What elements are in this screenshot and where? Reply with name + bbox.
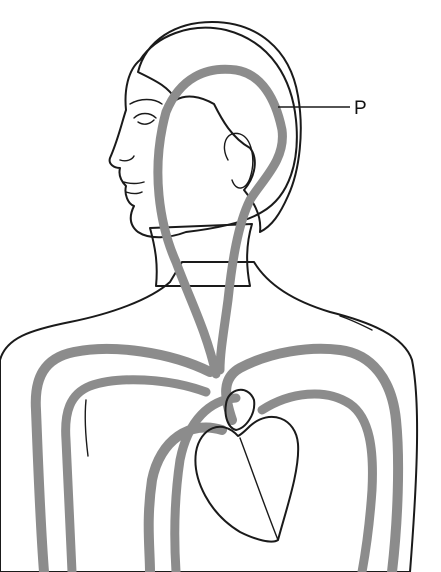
pulmonary-right-loop xyxy=(262,394,372,572)
eyebrow xyxy=(130,100,162,105)
label-p: P xyxy=(354,98,367,119)
heart xyxy=(195,417,298,542)
eye xyxy=(134,114,156,125)
head xyxy=(110,28,297,238)
left-arm-vein xyxy=(66,380,206,572)
mouth xyxy=(124,182,144,194)
heart-septum xyxy=(240,438,278,540)
nostril xyxy=(120,156,134,161)
chest-line-left xyxy=(85,400,88,456)
ear xyxy=(224,133,252,188)
